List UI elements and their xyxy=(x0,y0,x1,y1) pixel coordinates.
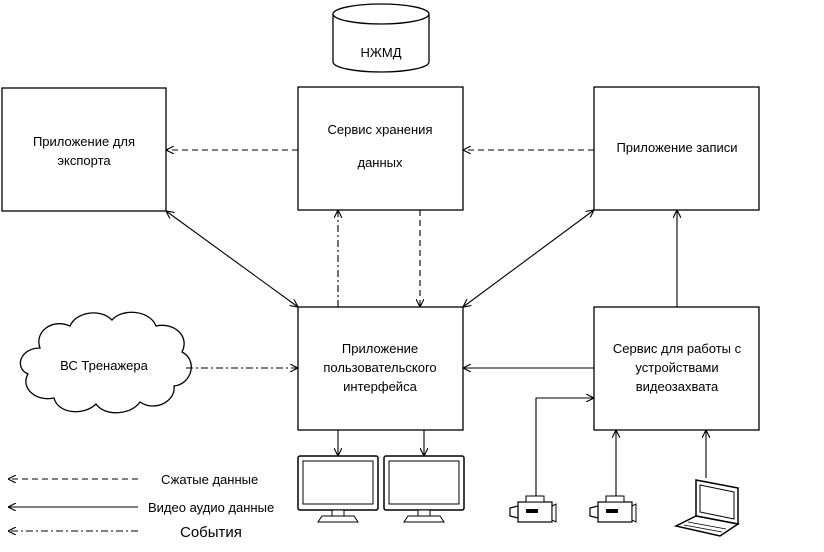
laptop-icon xyxy=(673,479,740,537)
legend-label-events: События xyxy=(180,524,242,541)
hdd-label: НЖМД xyxy=(360,45,401,60)
database-cylinder-icon xyxy=(332,14,430,73)
ui-app-label-1: Приложение xyxy=(342,341,418,356)
capture-service-node: Сервис для работы с устройствами видеоза… xyxy=(593,306,760,431)
legend-label-video-audio: Видео аудио данные xyxy=(148,500,274,515)
record-app-node: Приложение записи xyxy=(593,86,760,211)
legend-label-compressed: Сжатые данные xyxy=(161,472,258,487)
storage-service-node: Сервис хранения данных xyxy=(297,86,464,211)
edge-export-ui xyxy=(166,211,298,307)
cloud-icon xyxy=(19,311,192,414)
storage-service-label-2: данных xyxy=(357,155,403,170)
simulator-label: ВС Тренажера xyxy=(60,358,148,373)
record-app-label: Приложение записи xyxy=(616,140,737,155)
camera-icon xyxy=(509,495,557,523)
capture-service-label-3: видеозахвата xyxy=(636,379,719,394)
ui-app-node: Приложение пользовательского интерфейса xyxy=(297,306,464,431)
monitor-icon xyxy=(383,455,465,523)
ui-app-label-3: интерфейса xyxy=(343,379,417,394)
capture-service-label-2: устройствами xyxy=(635,360,718,375)
simulator-cloud-node: ВС Тренажера xyxy=(19,311,192,414)
export-app-label-1: Приложение для xyxy=(33,134,135,149)
export-app-node: Приложение для экспорта xyxy=(1,87,167,212)
monitor-icon xyxy=(297,455,379,523)
hdd-node: НЖМД xyxy=(332,3,430,73)
capture-service-label-1: Сервис для работы с xyxy=(613,341,742,356)
storage-service-label-1: Сервис хранения xyxy=(328,122,433,137)
camera-icon xyxy=(589,495,637,523)
edge-camera1-to-capture xyxy=(535,398,594,500)
edge-record-ui xyxy=(463,210,594,307)
legend: Сжатые данные Видео аудио данные События xyxy=(8,472,274,541)
export-app-label-2: экспорта xyxy=(57,153,111,168)
ui-app-label-2: пользовательского xyxy=(323,360,436,375)
